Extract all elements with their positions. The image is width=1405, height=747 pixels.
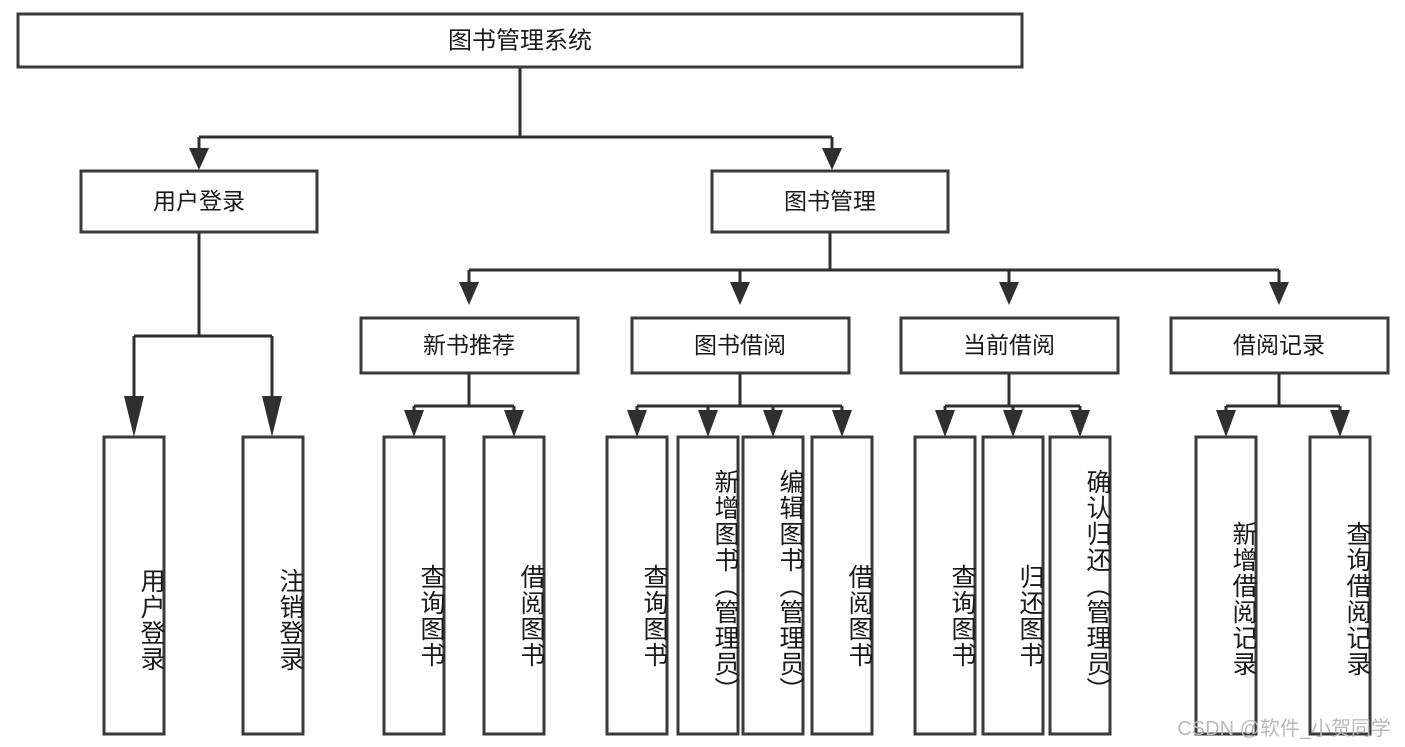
leaf-box-borrow-book-1[interactable] bbox=[482, 435, 546, 736]
node-user-login-label: 用户登录 bbox=[153, 188, 245, 214]
leaf-box-user-login[interactable] bbox=[102, 435, 166, 736]
arrow-head-icon bbox=[504, 410, 524, 437]
connector-user-login-to-leaves bbox=[124, 232, 282, 437]
leaf-box-return-book[interactable] bbox=[981, 435, 1045, 736]
arrow-head-icon bbox=[189, 148, 209, 170]
arrow-head-icon bbox=[999, 282, 1019, 305]
node-book-manage-label: 图书管理 bbox=[784, 188, 876, 214]
arrow-head-icon bbox=[1003, 410, 1023, 437]
arrow-head-icon bbox=[935, 410, 955, 437]
node-user-login[interactable]: 用户登录 bbox=[79, 169, 319, 234]
node-book-manage[interactable]: 图书管理 bbox=[710, 169, 950, 234]
arrow-head-icon bbox=[627, 410, 647, 437]
connector-root-to-level2 bbox=[189, 66, 842, 170]
arrow-head-icon bbox=[698, 410, 718, 437]
node-new-book-recommend[interactable]: 新书推荐 bbox=[359, 316, 580, 375]
leaf-box-logout-login[interactable] bbox=[241, 435, 305, 736]
arrow-head-icon bbox=[1330, 410, 1350, 437]
node-root-label: 图书管理系统 bbox=[448, 27, 592, 54]
leaf-box-edit-book[interactable] bbox=[741, 435, 805, 736]
arrow-head-icon bbox=[832, 410, 852, 437]
leaf-box-confirm-return[interactable] bbox=[1048, 435, 1112, 736]
node-root[interactable]: 图书管理系统 bbox=[16, 12, 1024, 69]
arrow-head-icon bbox=[404, 410, 424, 437]
arrow-head-icon bbox=[124, 396, 144, 437]
arrow-head-icon bbox=[1216, 410, 1236, 437]
leaf-box-query-book-2[interactable] bbox=[605, 435, 669, 736]
leaf-box-group bbox=[102, 435, 1372, 736]
node-new-book-recommend-label: 新书推荐 bbox=[423, 332, 515, 358]
arrow-head-icon bbox=[459, 282, 479, 305]
arrow-head-icon bbox=[730, 282, 750, 305]
arrow-head-icon bbox=[262, 396, 282, 437]
leaf-box-add-record[interactable] bbox=[1194, 435, 1258, 736]
arrow-head-icon bbox=[763, 410, 783, 437]
node-current-borrow[interactable]: 当前借阅 bbox=[899, 316, 1120, 375]
leaf-box-query-record[interactable] bbox=[1308, 435, 1372, 736]
node-current-borrow-label: 当前借阅 bbox=[963, 332, 1055, 358]
node-book-borrow-label: 图书借阅 bbox=[694, 332, 786, 358]
node-borrow-record-label: 借阅记录 bbox=[1233, 332, 1325, 358]
node-borrow-record[interactable]: 借阅记录 bbox=[1169, 316, 1390, 375]
connector-current-borrow-to-leaves bbox=[935, 373, 1090, 437]
connector-book-manage-to-level3 bbox=[459, 232, 1289, 305]
leaf-box-borrow-book-2[interactable] bbox=[810, 435, 874, 736]
leaf-box-query-book-3[interactable] bbox=[913, 435, 977, 736]
arrow-head-icon bbox=[822, 148, 842, 170]
connector-new-book-recommend-to-leaves bbox=[404, 373, 524, 437]
node-book-borrow[interactable]: 图书借阅 bbox=[630, 316, 851, 375]
connector-book-borrow-to-leaves bbox=[627, 373, 852, 437]
leaf-box-add-book[interactable] bbox=[676, 435, 740, 736]
leaf-box-query-book-1[interactable] bbox=[382, 435, 446, 736]
arrow-head-icon bbox=[1070, 410, 1090, 437]
arrow-head-icon bbox=[1269, 282, 1289, 305]
connector-borrow-record-to-leaves bbox=[1216, 373, 1350, 437]
